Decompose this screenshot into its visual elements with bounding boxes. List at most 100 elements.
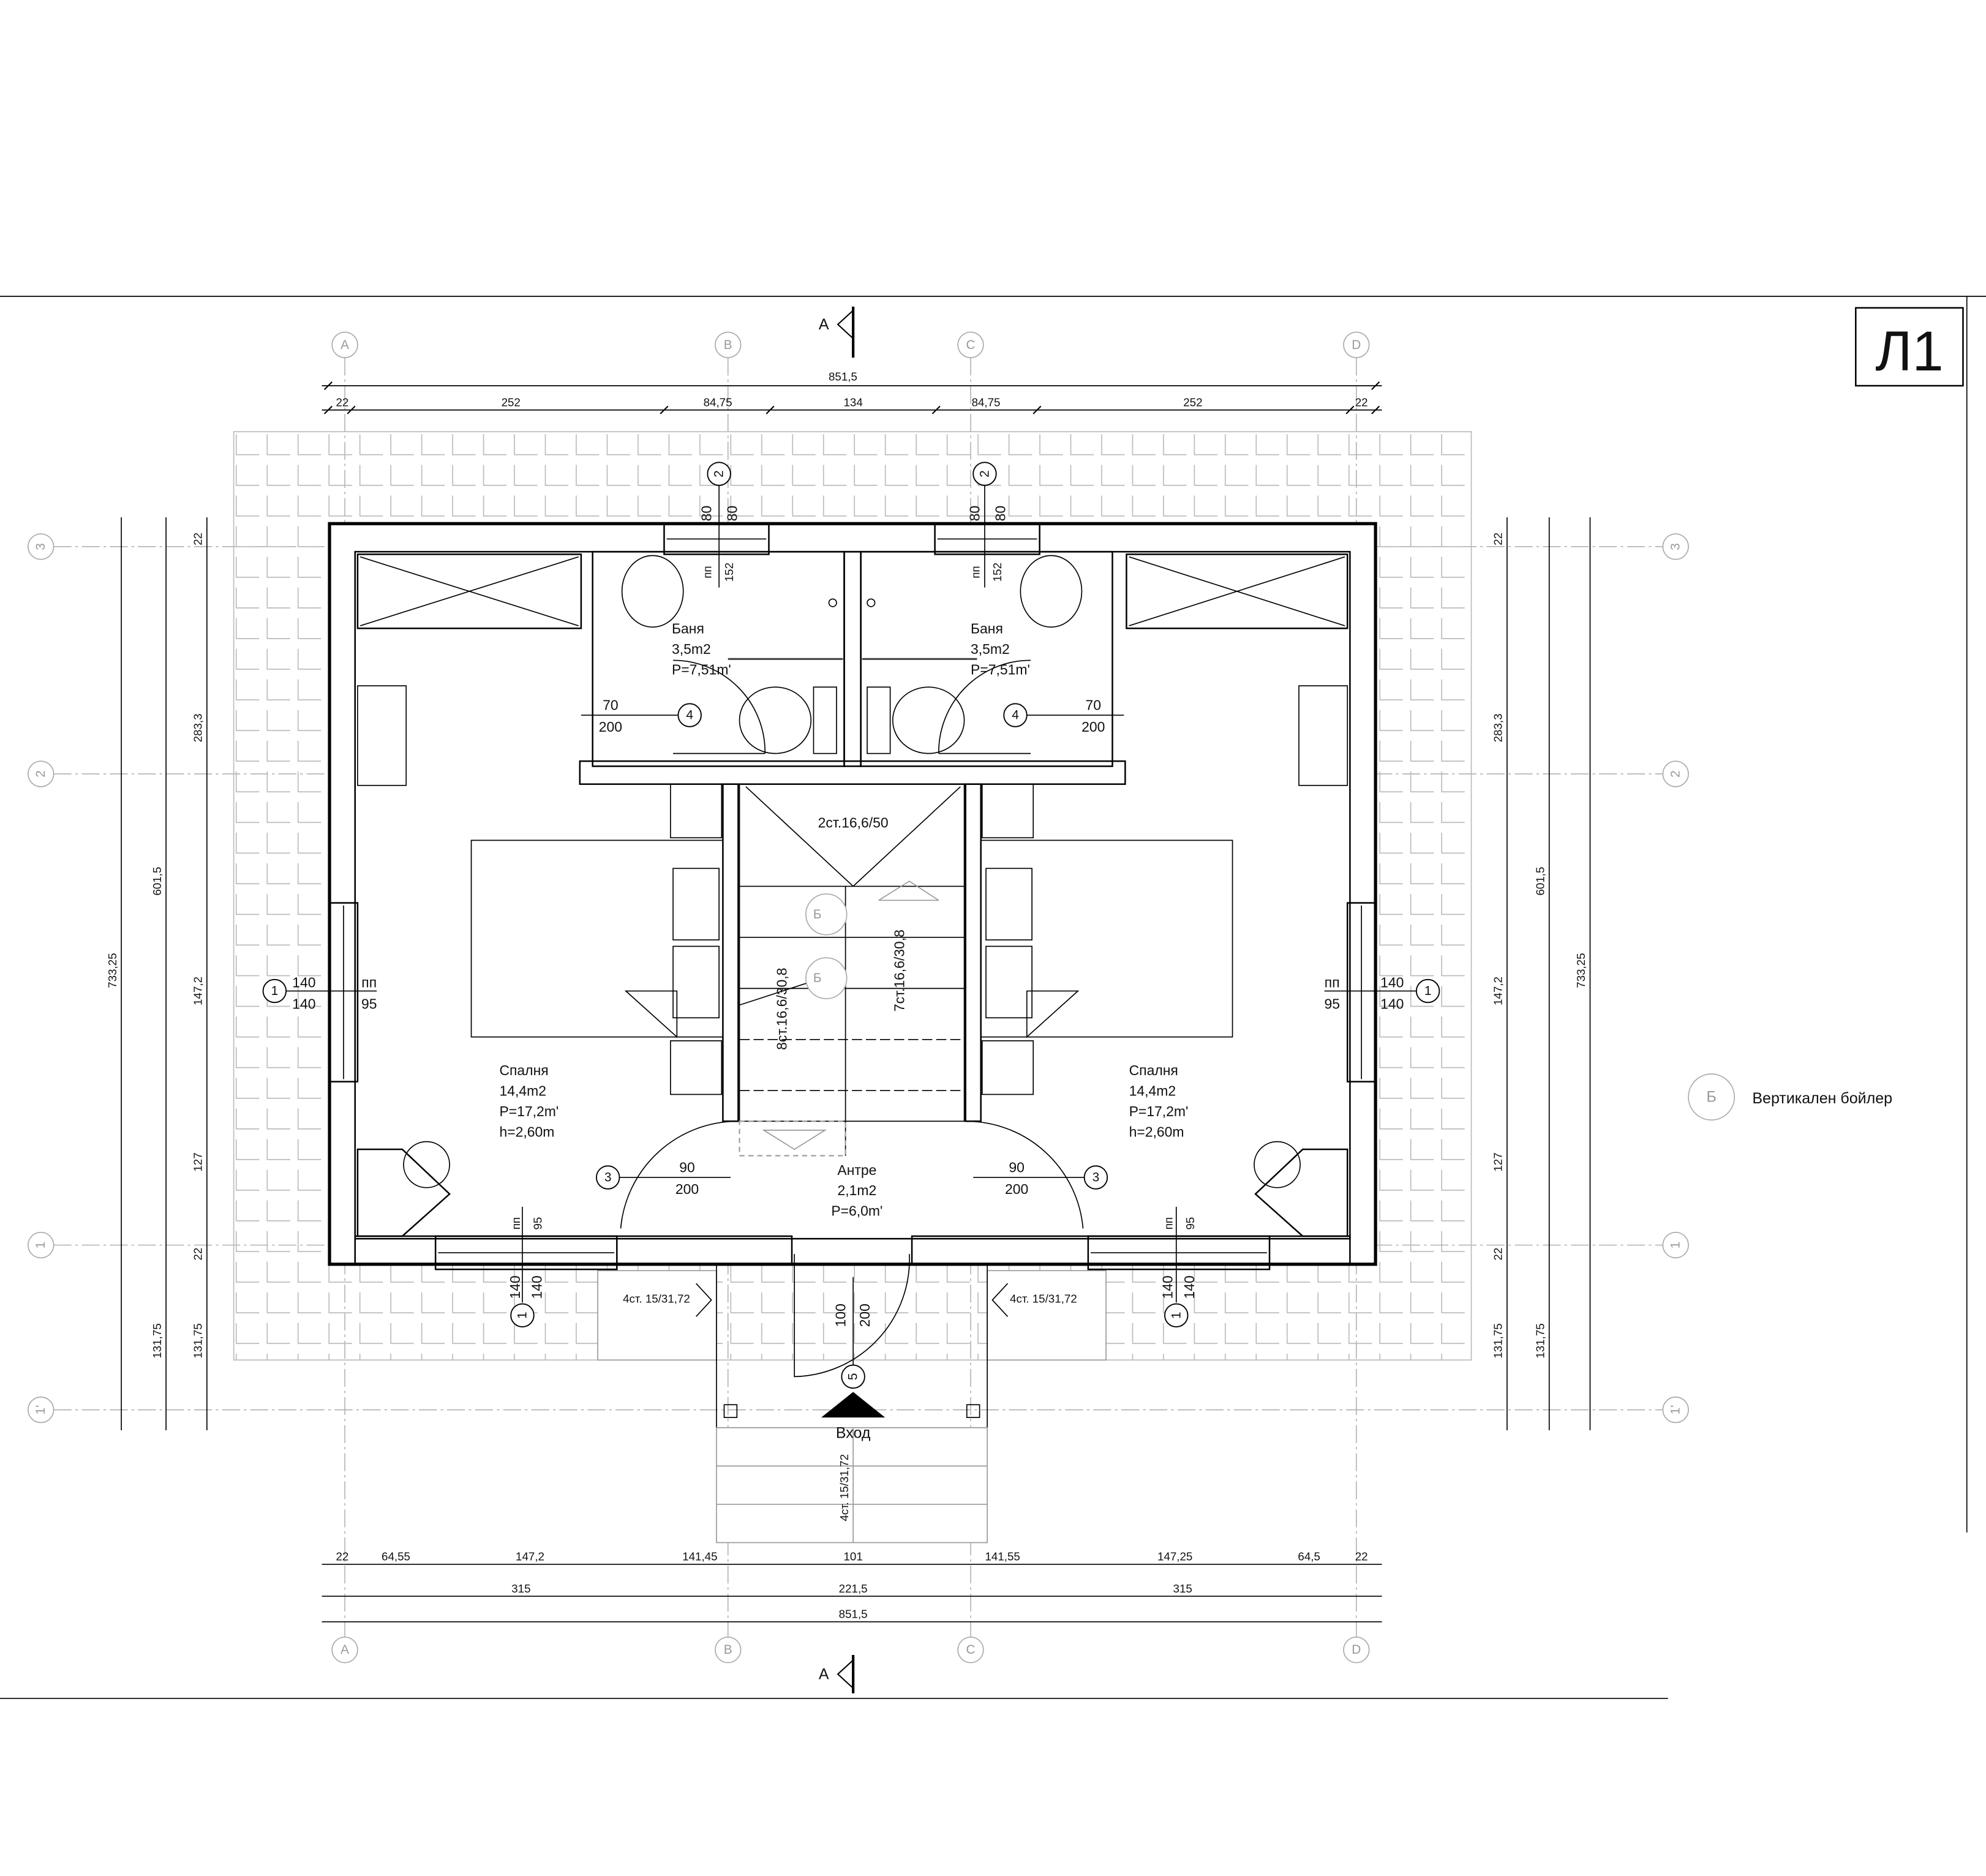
svg-text:4ст. 15/31,72: 4ст. 15/31,72 [623,1292,690,1305]
svg-text:4ст. 15/31,72: 4ст. 15/31,72 [1010,1292,1077,1305]
opening-tags: 2 80 80 пп 152 2 80 80 пп 152 4 70 200 4… [262,462,1440,1389]
svg-text:A: A [340,338,349,352]
svg-text:100: 100 [833,1304,849,1327]
sink-icon [1020,555,1083,628]
svg-text:22: 22 [192,533,205,546]
svg-text:7ст.16,6/30,8: 7ст.16,6/30,8 [892,929,908,1011]
svg-text:283,3: 283,3 [1492,713,1505,742]
svg-text:131,75: 131,75 [151,1323,164,1358]
svg-text:283,3: 283,3 [192,713,205,742]
svg-text:200: 200 [857,1304,873,1327]
svg-text:D: D [1352,1643,1361,1657]
svg-text:А: А [819,316,829,333]
svg-text:140: 140 [507,1275,523,1299]
walls [328,522,1377,1266]
svg-text:C: C [966,1643,975,1657]
svg-text:601,5: 601,5 [151,867,164,896]
svg-text:147,2: 147,2 [1492,977,1505,1005]
svg-text:пп: пп [1325,974,1340,990]
svg-text:140: 140 [528,1275,544,1299]
svg-text:95: 95 [1184,1217,1197,1230]
svg-text:пп: пп [1162,1217,1175,1229]
svg-text:252: 252 [502,396,521,408]
drain-icon [723,1404,738,1418]
svg-text:1: 1 [1424,984,1432,998]
dimensions-right: 22 283,3 147,2 127 22 131,75 601,5 131,7… [1492,517,1591,1430]
sheet-label: Л1 [1875,320,1943,383]
toilet-icon [892,686,965,754]
svg-text:95: 95 [361,996,377,1012]
svg-text:4: 4 [686,708,693,722]
svg-text:90: 90 [1009,1160,1025,1176]
svg-text:3: 3 [1093,1171,1100,1185]
svg-text:733,25: 733,25 [106,953,119,988]
windows [328,522,1377,1270]
svg-text:101: 101 [843,1550,862,1563]
svg-text:1: 1 [1169,1311,1183,1319]
svg-text:127: 127 [192,1152,205,1171]
svg-text:315: 315 [511,1582,530,1595]
svg-text:А: А [819,1666,829,1683]
svg-text:140: 140 [292,974,315,990]
svg-text:22: 22 [336,396,348,408]
bed-right [980,839,1233,1038]
svg-text:D: D [1352,338,1361,352]
axis-markers-columns: A B C D A B C D [331,331,1370,1664]
svg-text:141,55: 141,55 [985,1550,1020,1563]
svg-text:141,45: 141,45 [682,1550,717,1563]
sink-icon [621,555,684,628]
svg-text:80: 80 [699,506,715,522]
svg-text:1: 1 [271,984,279,998]
entrance-arrow-icon [821,1392,886,1418]
corner-stove-right [1254,1148,1348,1237]
svg-text:127: 127 [1492,1152,1505,1171]
svg-text:131,75: 131,75 [1533,1323,1546,1358]
svg-text:70: 70 [603,697,619,713]
svg-text:131,75: 131,75 [192,1323,205,1358]
svg-text:95: 95 [531,1217,544,1230]
svg-text:140: 140 [1160,1275,1176,1299]
faucet-icon [867,598,876,607]
entrance-porch: Вход 4ст. 15/31,72 4ст. 15/31,72 4ст. 15… [597,1264,1107,1544]
svg-text:80: 80 [724,506,740,522]
svg-text:147,2: 147,2 [516,1550,544,1563]
bed-left [470,839,724,1038]
svg-text:140: 140 [1380,974,1404,990]
svg-text:80: 80 [967,506,983,522]
svg-text:851,5: 851,5 [839,1608,868,1621]
svg-text:пп: пп [510,1217,522,1229]
svg-text:22: 22 [1492,533,1505,546]
svg-text:A: A [340,1643,349,1657]
sheet-label-box [1855,307,1964,387]
svg-text:2: 2 [1669,770,1683,778]
legend-text: Вертикален бойлер [1752,1090,1892,1107]
svg-text:4: 4 [1012,708,1019,722]
svg-text:131,75: 131,75 [1492,1323,1505,1358]
svg-text:Б: Б [813,971,822,985]
faucet-icon [828,598,837,607]
svg-text:70: 70 [1085,697,1101,713]
svg-text:C: C [966,338,975,352]
svg-text:84,75: 84,75 [704,396,732,408]
svg-text:601,5: 601,5 [1533,867,1546,896]
svg-text:пп: пп [701,566,714,578]
svg-text:Б: Б [1706,1089,1716,1106]
svg-text:84,75: 84,75 [972,396,1001,408]
svg-text:22: 22 [1492,1248,1505,1261]
svg-text:200: 200 [675,1181,699,1197]
svg-text:3: 3 [604,1171,612,1185]
svg-text:64,55: 64,55 [382,1550,410,1563]
svg-text:252: 252 [1183,396,1202,408]
svg-text:Б: Б [813,907,822,921]
svg-text:95: 95 [1324,996,1340,1012]
bathroom-fixtures [621,555,1083,754]
svg-text:152: 152 [991,563,1004,582]
svg-text:3: 3 [34,543,48,550]
svg-text:90: 90 [679,1160,695,1176]
furniture [356,685,1348,1237]
svg-text:140: 140 [292,996,315,1012]
svg-text:733,25: 733,25 [1574,953,1587,988]
toilet-icon [739,686,812,754]
